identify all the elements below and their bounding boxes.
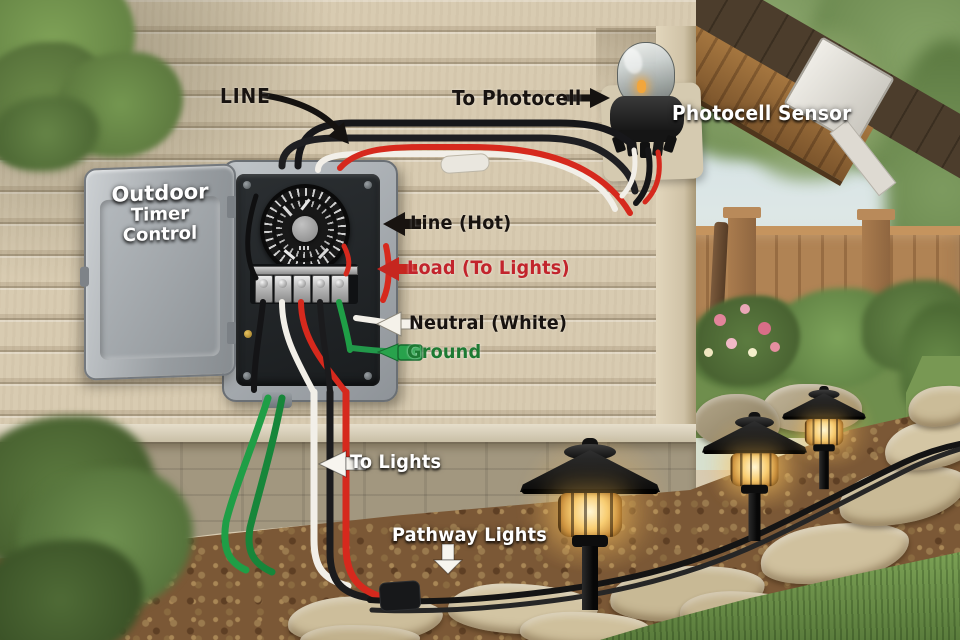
light-post [819,450,829,490]
flower-cluster [696,296,800,386]
label-ground: Ground [407,341,482,363]
timer-door: Outdoor Timer Control [80,163,236,381]
fence-post-cap [723,207,761,218]
light-glass [804,419,844,446]
terminal-screw [293,275,311,303]
terminal-screw [331,275,349,303]
box-screw [364,372,372,380]
door-title: Outdoor Timer Control [92,179,228,247]
dial-center-knob [292,216,318,242]
fence-post-cap [857,209,895,220]
flower [748,348,757,357]
terminal-screw [274,275,292,303]
label-to-lights: To Lights [350,451,442,473]
label-to-photocell: To Photocell [452,86,582,110]
brass-screw [244,330,252,338]
fence-rail [686,226,960,235]
flower [704,348,713,357]
photocell-skirt-tab [640,142,650,158]
flower [714,314,726,326]
label-photocell-sensor: Photocell Sensor [672,101,852,125]
light-collar [741,484,768,494]
light-finial [748,412,761,420]
light-collar [813,444,835,452]
label-line-hot: Line (Hot) [410,212,512,234]
label-pathway-lights: Pathway Lights [392,524,547,546]
light-post [748,493,761,541]
conduit-stub [262,392,292,408]
terminal-bus-bar [252,266,358,275]
light-cap-rim [522,489,658,494]
terminal-screw [255,275,273,303]
box-screw [243,372,251,380]
light-finial [582,438,598,448]
door-latch [80,266,89,287]
door-title-line2: Timer Control [122,203,198,247]
flower [726,338,737,349]
light-collar [572,535,608,547]
foliage-top-left [0,96,99,171]
pathway-light [782,386,866,490]
bush-bottom-left [0,540,143,640]
label-neutral-white: Neutral (White) [409,312,568,334]
flower [770,342,780,352]
light-glass [558,493,622,537]
box-screw [243,181,251,189]
box-screw [364,181,372,189]
terminal-screw [312,275,330,303]
light-finial [819,386,829,392]
label-line: LINE [220,84,271,108]
door-hinge [227,196,236,218]
light-post [582,546,598,610]
light-cap-rim [783,416,865,420]
light-glass [730,453,779,487]
dial-digits [299,246,311,250]
pathway-light [520,438,660,610]
path-stone [300,625,420,640]
photocell-indicator [637,80,646,93]
photocell-skirt-tab [625,139,639,157]
light-cap [520,450,660,492]
door-hinge [227,322,236,344]
flower [758,322,771,335]
flower [740,304,750,314]
light-cap [782,393,866,419]
light-cap-rim [703,450,806,454]
pathway-light [702,412,807,541]
label-load-to-lights: Load (To Lights) [407,257,570,279]
